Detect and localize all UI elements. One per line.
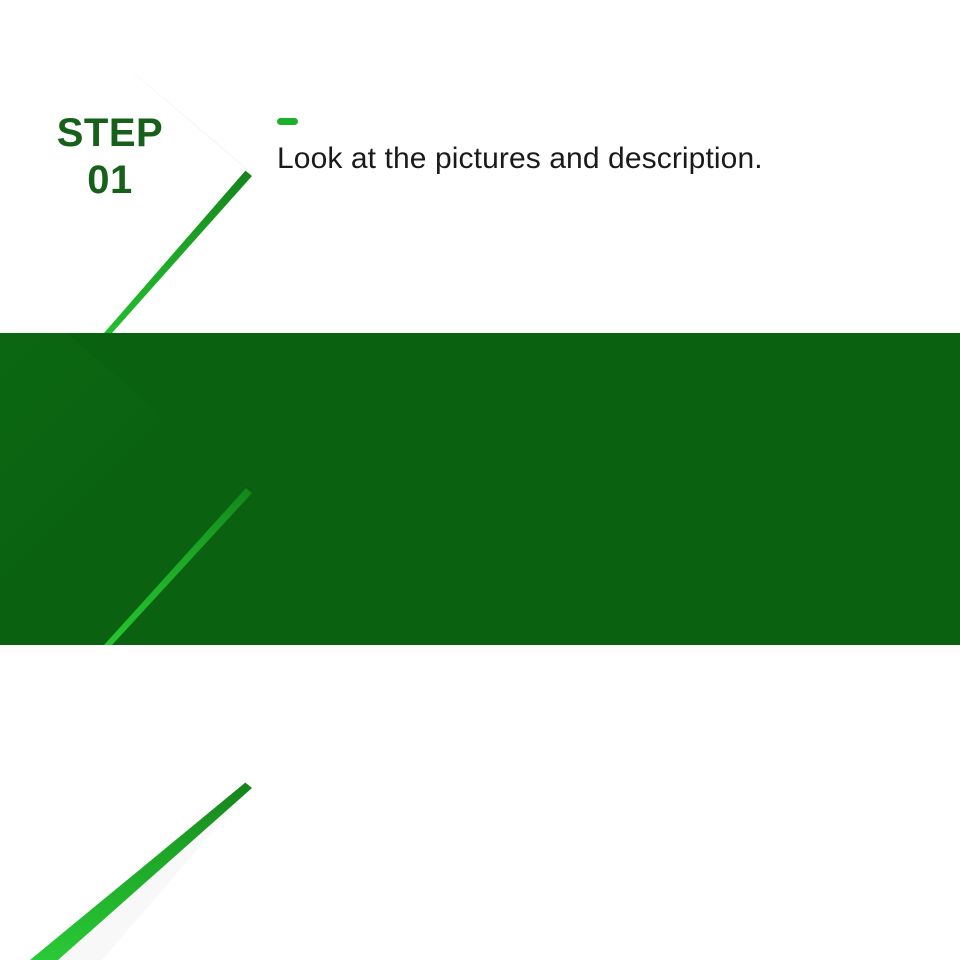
step-word-01: STEP	[56, 111, 164, 155]
chevron-shadow-02	[0, 333, 252, 645]
step-description-01: Look at the pictures and description.	[277, 118, 917, 179]
step-description-text-01: Look at the pictures and description.	[277, 142, 763, 175]
step-band-02: STEP 02 Match part numbers provided.	[0, 333, 960, 645]
chevron-ribbon-03	[0, 762, 252, 960]
chevron-plate-shape-03	[0, 645, 246, 960]
dash-marker-icon-01	[277, 118, 298, 125]
chevron-plate-02	[0, 333, 260, 645]
step-label-01: STEP 01	[10, 111, 210, 203]
step-number-01: 01	[87, 158, 133, 203]
step-band-03: STEP 03 Confirm condition and fitment BE…	[0, 645, 960, 960]
chevron-plate-03	[0, 645, 260, 960]
chevron-ribbon-02	[76, 468, 252, 645]
step-band-01: STEP 01 Look at the pictures and descrip…	[0, 0, 960, 333]
chevron-plate-shape-02	[0, 333, 246, 645]
chevron-shadow-03	[0, 645, 252, 960]
